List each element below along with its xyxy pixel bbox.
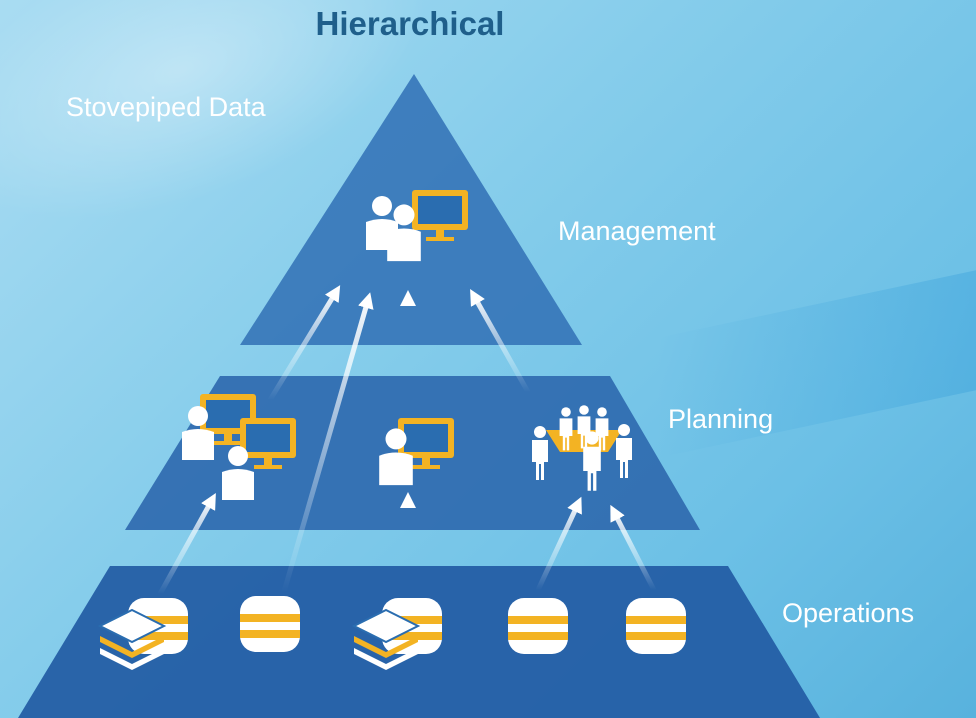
arrow-ops-to-management-1 — [281, 292, 374, 595]
arrow-planning-to-management-1 — [267, 285, 341, 403]
arrow-ops-to-planning-4 — [610, 504, 657, 593]
planning-label: Planning — [668, 404, 774, 434]
stovepiped-data-label: Stovepiped Data — [66, 92, 266, 122]
operations-database-4-icon — [508, 598, 568, 654]
management-label: Management — [558, 216, 716, 246]
operations-database-5-icon — [626, 598, 686, 654]
arrow-ops-to-planning-3 — [535, 496, 582, 593]
meeting-group-icon — [532, 405, 632, 491]
operations-database-2-icon — [240, 596, 300, 652]
operations-label: Operations — [782, 598, 915, 628]
diagram-title: Hierarchical — [315, 5, 505, 42]
arrow-planning-to-management-3 — [470, 289, 531, 395]
arrow-ops-to-planning-1 — [157, 492, 216, 597]
